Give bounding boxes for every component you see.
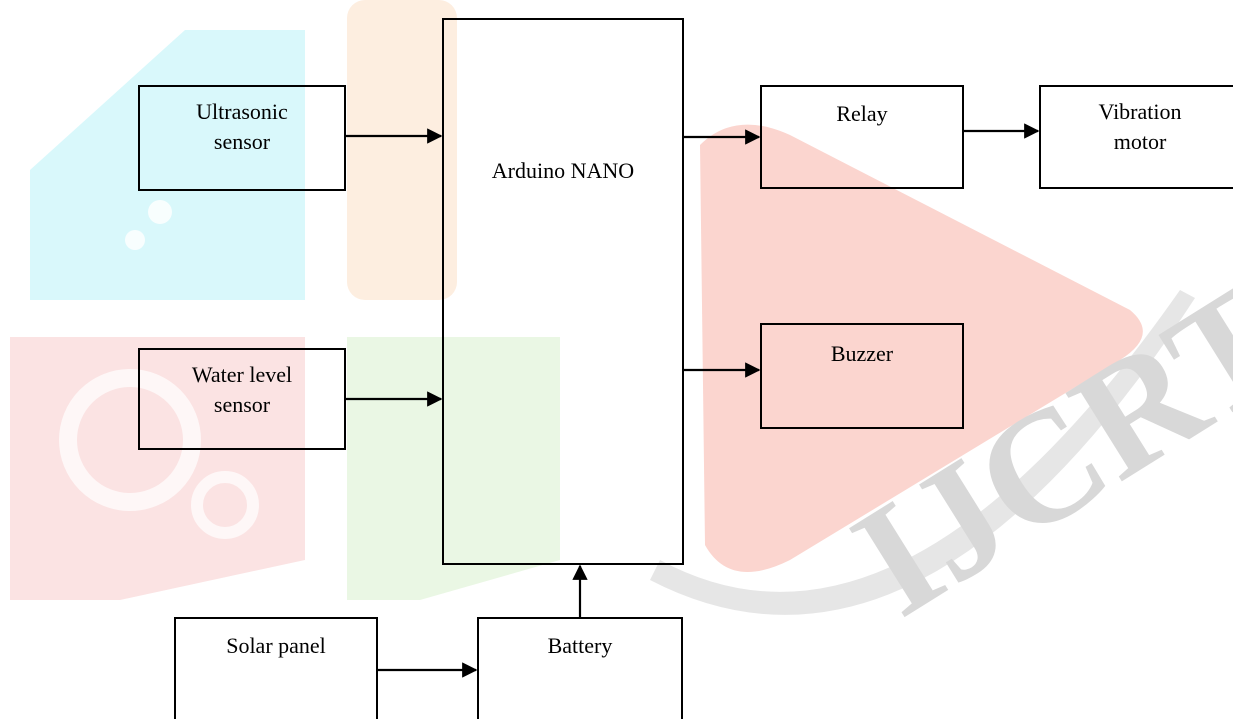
watermark-green-tile <box>347 337 560 600</box>
vibration-motor-label: Vibration motor <box>1098 99 1182 154</box>
watermark-cyan-dot-2 <box>125 230 145 250</box>
water-level-sensor-block: Water level sensor <box>138 348 346 450</box>
solar-panel-block: Solar panel <box>174 617 378 719</box>
watermark-red-shape <box>700 124 1143 572</box>
watermark-cyan-dot <box>148 200 172 224</box>
buzzer-label: Buzzer <box>830 341 894 366</box>
ultrasonic-sensor-label: Ultrasonic sensor <box>196 99 288 154</box>
battery-label: Battery <box>547 633 613 658</box>
vibration-motor-block: Vibration motor <box>1039 85 1233 189</box>
relay-block: Relay <box>760 85 964 189</box>
water-level-sensor-label: Water level sensor <box>191 362 293 417</box>
watermark-gear-large <box>59 369 201 511</box>
arduino-nano-block: Arduino NANO <box>442 18 684 565</box>
buzzer-block: Buzzer <box>760 323 964 429</box>
relay-label: Relay <box>836 101 888 126</box>
solar-panel-label: Solar panel <box>226 633 326 658</box>
arduino-nano-label: Arduino NANO <box>491 158 635 183</box>
watermark-orange-tile <box>347 0 457 300</box>
watermark-gray-swoosh <box>650 290 1195 615</box>
battery-block: Battery <box>477 617 683 719</box>
watermark-gear-small <box>191 471 259 539</box>
watermark-cyan-tile <box>30 30 305 300</box>
ultrasonic-sensor-block: Ultrasonic sensor <box>138 85 346 191</box>
